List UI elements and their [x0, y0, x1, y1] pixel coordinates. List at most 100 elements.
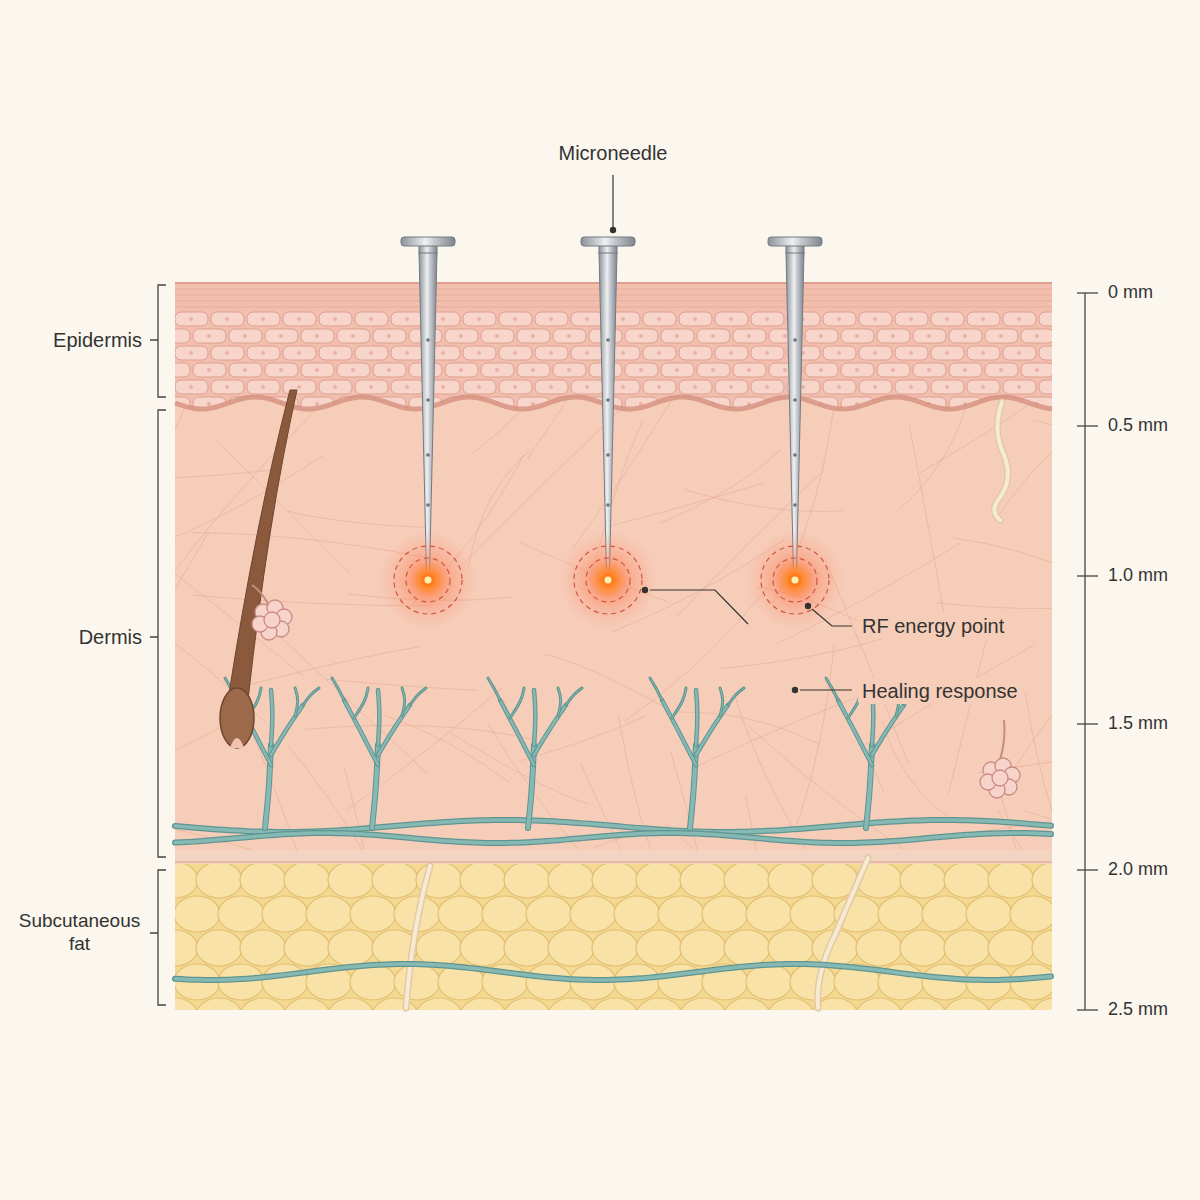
cell — [139, 380, 172, 394]
cell — [1003, 312, 1036, 326]
cell — [913, 363, 946, 377]
cell-nucleus — [927, 334, 931, 338]
cell-nucleus — [351, 368, 355, 372]
cell-nucleus — [621, 317, 625, 321]
cell-nucleus — [1053, 351, 1057, 355]
cell-nucleus — [477, 385, 481, 389]
collagen-fibre — [935, 600, 1142, 609]
fat-cell — [988, 998, 1034, 1010]
layer-label: Epidermis — [53, 328, 142, 352]
cell-nucleus — [765, 317, 769, 321]
cell-nucleus — [513, 317, 517, 321]
vessel-branch-outline — [295, 688, 298, 716]
fat-cell — [988, 930, 1034, 966]
cell-nucleus — [261, 317, 265, 321]
cell-nucleus — [1143, 334, 1147, 338]
fat-cell — [548, 930, 594, 966]
fat-cell — [1032, 998, 1052, 1010]
nerve-outline — [818, 858, 868, 1008]
cell-nucleus — [441, 385, 445, 389]
vessel-branch-outline — [378, 690, 379, 745]
cell-nucleus — [207, 368, 211, 372]
cell — [319, 346, 352, 360]
cell — [445, 329, 478, 343]
cell — [391, 380, 424, 394]
collagen-fibre — [1067, 565, 1200, 655]
fat-cell — [175, 998, 198, 1010]
cell — [1129, 363, 1162, 377]
callout-label: RF energy point — [858, 613, 1008, 639]
cell-nucleus — [1107, 402, 1111, 406]
cell — [211, 346, 244, 360]
cell-nucleus — [675, 334, 679, 338]
fat-cell — [724, 930, 770, 966]
collagen-fibre — [721, 634, 897, 668]
fat-cell — [768, 998, 814, 1010]
cell-nucleus — [1053, 317, 1057, 321]
scale-label: 0.5 mm — [1108, 415, 1168, 437]
scale-label: 2.5 mm — [1108, 999, 1168, 1021]
collagen-fibre — [170, 272, 225, 439]
cell — [1039, 380, 1072, 394]
scale-axis — [1084, 293, 1085, 1010]
cell — [679, 346, 712, 360]
fat-cell — [944, 862, 990, 898]
cell — [1003, 346, 1036, 360]
cell-nucleus — [405, 351, 409, 355]
cell — [283, 312, 316, 326]
nerve-fibre — [994, 402, 1007, 520]
cell-nucleus — [513, 351, 517, 355]
rf-core — [421, 573, 435, 587]
collagen-fibre — [1066, 749, 1200, 843]
cell — [175, 346, 208, 360]
scale-label: 2.0 mm — [1108, 859, 1168, 881]
cell-nucleus — [531, 334, 535, 338]
needle-mark — [606, 338, 610, 342]
cell-nucleus — [1089, 351, 1093, 355]
fat-cell — [548, 862, 594, 898]
fat-cell — [504, 998, 550, 1010]
cell-nucleus — [657, 351, 661, 355]
cell-nucleus — [1125, 351, 1129, 355]
microneedle — [558, 237, 658, 630]
cell — [697, 329, 730, 343]
cell-nucleus — [891, 402, 895, 406]
cell-nucleus — [999, 368, 1003, 372]
collagen-fibre — [472, 300, 607, 454]
needle-mark — [426, 338, 430, 342]
cell-nucleus — [693, 385, 697, 389]
heat-zone — [761, 546, 829, 614]
cell-nucleus — [189, 317, 193, 321]
cell — [355, 380, 388, 394]
collagen-fibre — [948, 640, 986, 794]
leader-line — [612, 175, 613, 228]
dermis-fat-line — [175, 861, 1052, 863]
cell — [139, 312, 172, 326]
cell — [301, 329, 334, 343]
fat-cell — [768, 862, 814, 898]
fat-cell — [284, 930, 330, 966]
callout-label: Microneedle — [559, 141, 668, 165]
cell-nucleus — [711, 334, 715, 338]
cell — [157, 363, 190, 377]
cell — [499, 380, 532, 394]
cell — [283, 380, 316, 394]
leader-line — [650, 590, 748, 624]
cell — [499, 346, 532, 360]
cell-nucleus — [279, 368, 283, 372]
cell-nucleus — [1125, 385, 1129, 389]
fat-cell — [658, 896, 704, 932]
gland-loop — [992, 770, 1008, 786]
cell-nucleus — [981, 351, 985, 355]
vessel-branch — [728, 688, 744, 705]
fat-cell — [966, 896, 1012, 932]
rf-core-centre — [425, 577, 432, 584]
layer-brackets — [150, 285, 166, 1005]
fat-cell — [856, 930, 902, 966]
cell-nucleus — [459, 402, 463, 406]
vessel-branch-outline — [826, 678, 838, 700]
cell-nucleus — [621, 385, 625, 389]
cell — [715, 380, 748, 394]
vessel-branch — [410, 688, 426, 705]
needle-mark — [793, 453, 797, 457]
